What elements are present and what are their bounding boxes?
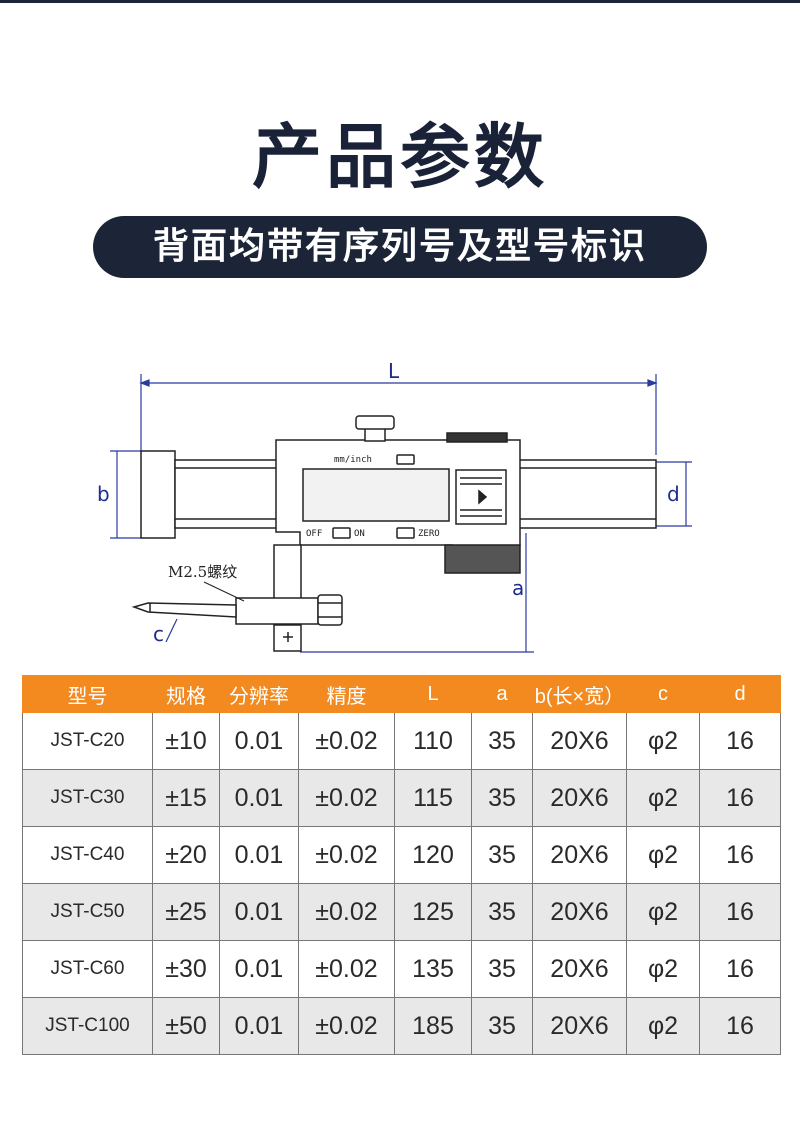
header-c: c: [626, 675, 700, 713]
cell-range: ±30: [152, 940, 220, 998]
table-row: JST-C50 ±25 0.01 ±0.02 125 35 20X6 φ2 16: [22, 883, 781, 941]
header-a: a: [471, 675, 533, 713]
cell-range: ±50: [152, 997, 220, 1055]
cell-resolution: 0.01: [219, 883, 299, 941]
cell-b: 20X6: [532, 997, 627, 1055]
cell-accuracy: ±0.02: [298, 712, 395, 770]
cell-model: JST-C50: [22, 883, 153, 941]
cell-range: ±20: [152, 826, 220, 884]
cell-a: 35: [471, 940, 533, 998]
cell-range: ±15: [152, 769, 220, 827]
cell-accuracy: ±0.02: [298, 769, 395, 827]
dimension-a: [300, 533, 534, 653]
lcd-zero-label: ZERO: [418, 529, 440, 539]
table-row: JST-C20 ±10 0.01 ±0.02 110 35 20X6 φ2 16: [22, 712, 781, 770]
cell-d: 16: [699, 883, 781, 941]
header-resolution: 分辨率: [219, 675, 299, 713]
table-row: JST-C40 ±20 0.01 ±0.02 120 35 20X6 φ2 16: [22, 826, 781, 884]
cell-l: 135: [394, 940, 472, 998]
cell-c: φ2: [626, 769, 700, 827]
cell-b: 20X6: [532, 940, 627, 998]
lcd-on-label: ON: [354, 529, 365, 539]
spec-table: 型号 规格 分辨率 精度 L a b(长×宽） c d JST-C20 ±10 …: [22, 675, 781, 1055]
cell-a: 35: [471, 826, 533, 884]
cell-resolution: 0.01: [219, 769, 299, 827]
label-d: d: [667, 482, 680, 506]
dimension-b: [110, 450, 141, 539]
cell-a: 35: [471, 712, 533, 770]
serial-banner: 背面均带有序列号及型号标识: [93, 216, 707, 278]
cell-l: 185: [394, 997, 472, 1055]
top-rule: [0, 0, 800, 3]
header-d: d: [699, 675, 781, 713]
cell-c: φ2: [626, 826, 700, 884]
cell-c: φ2: [626, 712, 700, 770]
lcd-off-label: OFF: [306, 529, 322, 539]
cell-accuracy: ±0.02: [298, 826, 395, 884]
cell-model: JST-C60: [22, 940, 153, 998]
cell-a: 35: [471, 997, 533, 1055]
cell-a: 35: [471, 769, 533, 827]
cell-accuracy: ±0.02: [298, 997, 395, 1055]
cell-resolution: 0.01: [219, 997, 299, 1055]
cell-d: 16: [699, 940, 781, 998]
cell-l: 120: [394, 826, 472, 884]
label-c: c: [153, 622, 164, 646]
cell-b: 20X6: [532, 883, 627, 941]
thread-label: M2.5螺纹: [168, 563, 237, 581]
header-accuracy: 精度: [298, 675, 395, 713]
cell-d: 16: [699, 997, 781, 1055]
cell-model: JST-C20: [22, 712, 153, 770]
header-model: 型号: [22, 675, 153, 713]
header-l: L: [394, 675, 472, 713]
spec-table-header: 型号 规格 分辨率 精度 L a b(长×宽） c d: [22, 675, 781, 713]
cell-c: φ2: [626, 883, 700, 941]
cell-l: 110: [394, 712, 472, 770]
cell-d: 16: [699, 712, 781, 770]
cell-c: φ2: [626, 940, 700, 998]
header-range: 规格: [152, 675, 220, 713]
table-row: JST-C30 ±15 0.01 ±0.02 115 35 20X6 φ2 16: [22, 769, 781, 827]
cell-l: 115: [394, 769, 472, 827]
label-a: a: [512, 576, 524, 600]
cell-accuracy: ±0.02: [298, 883, 395, 941]
dimension-d: [656, 461, 692, 527]
lcd-unit-label: mm/inch: [334, 455, 372, 465]
table-row: JST-C100 ±50 0.01 ±0.02 185 35 20X6 φ2 1…: [22, 997, 781, 1055]
label-b: b: [97, 482, 110, 506]
cell-a: 35: [471, 883, 533, 941]
cell-model: JST-C40: [22, 826, 153, 884]
cell-b: 20X6: [532, 769, 627, 827]
cell-b: 20X6: [532, 712, 627, 770]
caliper-body: [131, 415, 657, 652]
cell-resolution: 0.01: [219, 940, 299, 998]
dimension-l: [139, 374, 658, 455]
cell-d: 16: [699, 769, 781, 827]
cell-model: JST-C100: [22, 997, 153, 1055]
page-title: 产品参数: [252, 116, 548, 198]
cell-accuracy: ±0.02: [298, 940, 395, 998]
cell-resolution: 0.01: [219, 712, 299, 770]
table-row: JST-C60 ±30 0.01 ±0.02 135 35 20X6 φ2 16: [22, 940, 781, 998]
cell-l: 125: [394, 883, 472, 941]
cell-resolution: 0.01: [219, 826, 299, 884]
cell-range: ±25: [152, 883, 220, 941]
cell-c: φ2: [626, 997, 700, 1055]
caliper-diagram: L b d a: [97, 359, 692, 653]
header-b: b(长×宽）: [532, 675, 627, 713]
cell-b: 20X6: [532, 826, 627, 884]
cell-model: JST-C30: [22, 769, 153, 827]
cell-d: 16: [699, 826, 781, 884]
cell-range: ±10: [152, 712, 220, 770]
label-l: L: [388, 359, 400, 383]
